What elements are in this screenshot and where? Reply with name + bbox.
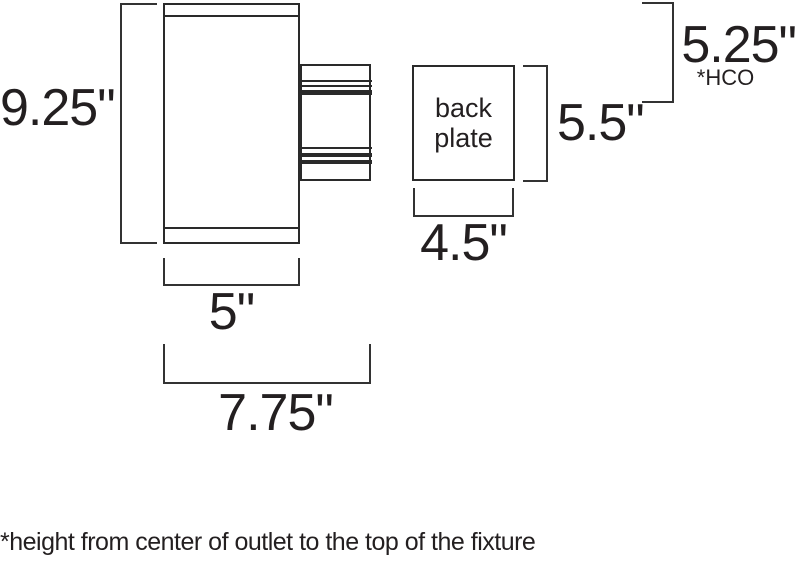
arm-rib-line <box>300 147 372 149</box>
dim-bracket-overall-height <box>120 3 157 244</box>
dim-label-overall-depth: 7.75" <box>218 384 334 442</box>
dim-label-body-width: 5" <box>208 283 255 341</box>
fixture-bottom-cap-line <box>165 227 298 229</box>
arm-rib-line <box>300 85 372 87</box>
dim-bracket-backplate-height <box>523 65 548 182</box>
backplate-label-line1: back <box>434 92 493 123</box>
arm-rib-line <box>300 80 372 82</box>
dim-bracket-body-width <box>163 258 300 286</box>
fixture-body-outline <box>163 3 300 244</box>
fixture-top-cap-line <box>165 15 298 17</box>
dim-label-backplate-width: 4.5" <box>420 214 508 272</box>
dim-label-backplate-height: 5.5" <box>557 94 645 152</box>
dim-label-hco: 5.25" <box>681 16 796 74</box>
arm-rib-line <box>300 90 372 95</box>
arm-rib-line <box>300 153 372 157</box>
hco-abbreviation: *HCO <box>696 65 755 90</box>
backplate-label-line2: plate <box>434 123 493 153</box>
dim-bracket-overall-depth <box>163 344 371 384</box>
backplate-outline: back plate <box>412 65 515 181</box>
arm-rib-line <box>300 160 372 164</box>
dim-bracket-backplate-width <box>413 188 514 217</box>
dim-label-overall-height: 9.25" <box>0 79 116 137</box>
footnote: *height from center of outlet to the top… <box>0 528 536 556</box>
dim-bracket-hco <box>642 2 674 103</box>
